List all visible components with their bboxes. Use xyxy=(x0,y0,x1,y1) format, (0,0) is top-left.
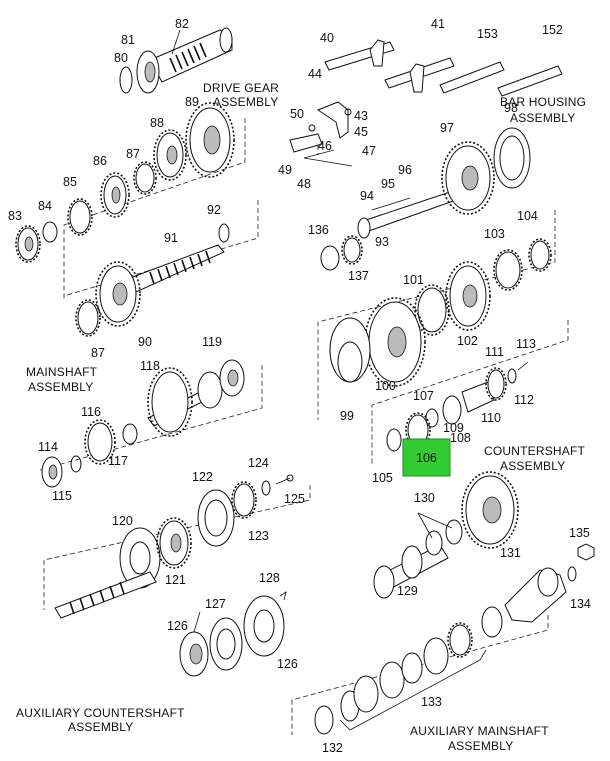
part-label-115: 115 xyxy=(52,489,72,503)
part-label-87: 87 xyxy=(91,346,105,360)
part-label-129: 129 xyxy=(397,584,418,598)
assembly-title-5-line-0: AUXILIARY MAINSHAFT xyxy=(410,724,549,738)
part-label-91: 91 xyxy=(164,231,178,245)
part-label-49: 49 xyxy=(278,163,292,177)
part-label-133: 133 xyxy=(421,695,442,709)
part-label-98: 98 xyxy=(504,101,518,115)
part-label-86: 86 xyxy=(93,154,107,168)
part-label-95: 95 xyxy=(381,177,395,191)
assembly-title-2-line-0: MAINSHAFT xyxy=(26,365,98,379)
part-label-97: 97 xyxy=(440,121,454,135)
part-label-50: 50 xyxy=(290,107,304,121)
part-label-90: 90 xyxy=(138,335,152,349)
part-label-126: 126 xyxy=(277,657,298,671)
part-label-46: 46 xyxy=(318,139,332,153)
part-label-88: 88 xyxy=(150,116,164,130)
part-label-131: 131 xyxy=(500,546,521,560)
part-label-122: 122 xyxy=(192,470,213,484)
part-label-82: 82 xyxy=(175,17,189,31)
drive-gear-assembly-parts xyxy=(15,27,235,263)
part-label-94: 94 xyxy=(360,189,374,203)
mainshaft-assembly-parts xyxy=(75,223,230,337)
part-label-44: 44 xyxy=(308,67,322,81)
part-label-134: 134 xyxy=(570,597,591,611)
part-label-116: 116 xyxy=(81,405,101,419)
part-label-114: 114 xyxy=(38,440,58,454)
part-label-100: 100 xyxy=(375,379,396,393)
part-label-119: 119 xyxy=(202,335,222,349)
part-label-99: 99 xyxy=(340,409,354,423)
part-label-96: 96 xyxy=(398,163,412,177)
countershaft-assembly-parts xyxy=(320,127,552,452)
part-label-135: 135 xyxy=(569,526,590,540)
assembly-title-0-line-1: ASSEMBLY xyxy=(213,95,278,109)
part-label-127: 127 xyxy=(205,597,226,611)
part-label-80: 80 xyxy=(114,51,128,65)
part-label-45: 45 xyxy=(354,125,368,139)
assembly-title-2-line-1: ASSEMBLY xyxy=(28,380,93,394)
assembly-title-3-line-0: COUNTERSHAFT xyxy=(484,444,586,458)
assembly-title-4-line-0: AUXILIARY COUNTERSHAFT xyxy=(16,706,185,720)
part-label-40: 40 xyxy=(320,31,334,45)
part-label-126: 126 xyxy=(167,619,188,633)
part-label-85: 85 xyxy=(63,175,77,189)
part-label-89: 89 xyxy=(185,95,199,109)
part-label-123: 123 xyxy=(248,529,269,543)
assembly-title-3-line-1: ASSEMBLY xyxy=(500,459,565,473)
auxiliary-countershaft-assembly-parts xyxy=(41,359,294,677)
part-label-107: 107 xyxy=(413,389,434,403)
part-label-47: 47 xyxy=(362,144,376,158)
part-label-110: 110 xyxy=(481,411,501,425)
part-label-121: 121 xyxy=(165,573,186,587)
part-label-128: 128 xyxy=(259,571,280,585)
leader-lines xyxy=(171,29,453,633)
highlighted-part-106[interactable] xyxy=(402,438,451,477)
part-label-112: 112 xyxy=(514,393,534,407)
part-label-109: 109 xyxy=(443,421,464,435)
part-label-124: 124 xyxy=(248,456,269,470)
part-number-labels: 80 81 82 83 84 85 86 87 88 89 40 41 153 152 44 50 43 45 46… xyxy=(8,17,591,755)
bar-housing-assembly-parts xyxy=(289,39,563,153)
part-label-43: 43 xyxy=(354,109,368,123)
part-label-152: 152 xyxy=(542,23,563,37)
part-label-105: 105 xyxy=(372,471,393,485)
part-label-125: 125 xyxy=(284,492,305,506)
part-label-83: 83 xyxy=(8,209,22,223)
part-label-137: 137 xyxy=(348,269,369,283)
part-label-93: 93 xyxy=(375,235,389,249)
part-label-81: 81 xyxy=(121,33,135,47)
part-label-103: 103 xyxy=(484,227,505,241)
part-label-153: 153 xyxy=(477,27,498,41)
part-label-108: 108 xyxy=(450,431,471,445)
part-label-118: 118 xyxy=(140,359,160,373)
part-label-106: 106 xyxy=(416,451,437,465)
assembly-title-1-line-0: BAR HOUSING xyxy=(500,95,586,109)
assembly-title-1-line-1: ASSEMBLY xyxy=(510,111,575,125)
part-label-48: 48 xyxy=(297,177,311,191)
assembly-title-4-line-1: ASSEMBLY xyxy=(68,720,133,734)
part-label-101: 101 xyxy=(403,273,424,287)
assembly-title-5-line-1: ASSEMBLY xyxy=(448,739,513,753)
part-label-41: 41 xyxy=(431,17,445,31)
part-label-117: 117 xyxy=(108,454,128,468)
part-label-113: 113 xyxy=(516,337,536,351)
part-label-132: 132 xyxy=(322,741,343,755)
part-label-87: 87 xyxy=(126,147,140,161)
auxiliary-mainshaft-assembly-parts xyxy=(314,471,595,735)
part-label-92: 92 xyxy=(207,203,221,217)
part-label-104: 104 xyxy=(517,209,538,223)
part-label-130: 130 xyxy=(414,491,435,505)
assembly-title-0-line-0: DRIVE GEAR xyxy=(203,81,279,95)
part-label-111: 111 xyxy=(485,345,504,359)
part-label-120: 120 xyxy=(112,514,133,528)
part-label-102: 102 xyxy=(457,334,478,348)
part-label-136: 136 xyxy=(308,223,329,237)
part-label-84: 84 xyxy=(38,199,52,213)
